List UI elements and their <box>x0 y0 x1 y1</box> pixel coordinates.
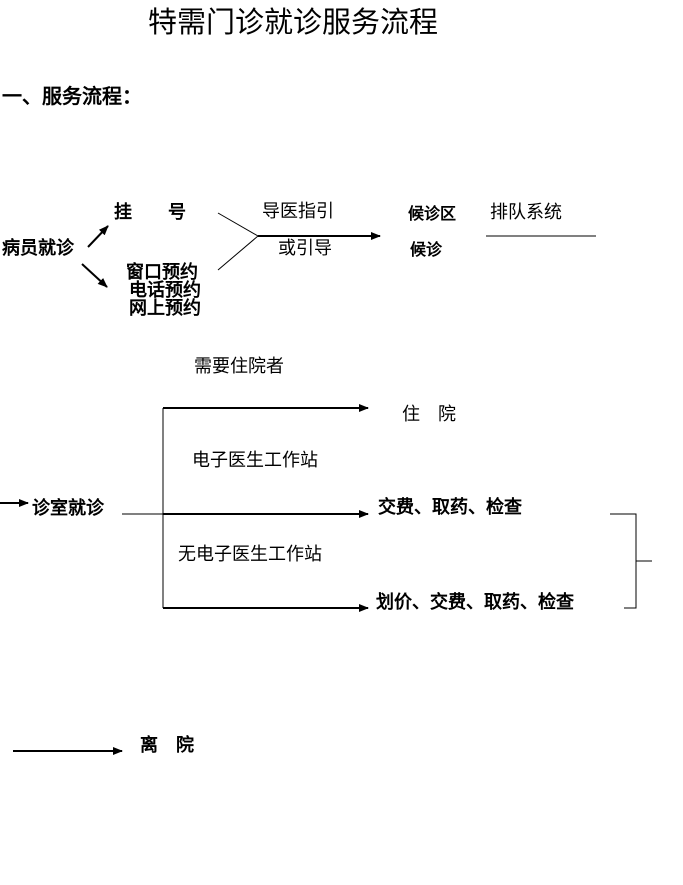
eds-label: 电子医生工作站 <box>192 450 318 471</box>
arrow-to-reservation <box>81 263 108 288</box>
converge-line-top <box>217 212 259 237</box>
guide-label: 导医指引 <box>262 201 334 222</box>
reservation-methods: 窗口预约 电话预约 网上预约 <box>126 264 201 318</box>
pay-eds-label: 交费、取药、检查 <box>378 497 522 518</box>
discharge-label: 离 院 <box>140 735 194 756</box>
no-eds-label: 无电子医生工作站 <box>178 544 322 565</box>
or-guide-label: 或引导 <box>278 238 332 259</box>
reservation-window: 窗口预约 <box>126 262 198 283</box>
waiting-area-label: 候诊区 <box>408 204 457 223</box>
need-admission-label: 需要住院者 <box>194 356 284 377</box>
reservation-phone: 电话预约 <box>129 280 201 301</box>
page-title: 特需门诊就诊服务流程 <box>148 5 439 39</box>
admission-label: 住 院 <box>402 404 456 425</box>
arrow-to-register <box>87 225 109 248</box>
waiting-label: 候诊 <box>410 240 443 259</box>
patient-visit-label: 病员就诊 <box>2 238 74 259</box>
section-heading: 一、服务流程： <box>2 84 142 108</box>
register-label: 挂 号 <box>114 202 186 223</box>
converge-line-bottom <box>217 235 259 271</box>
reservation-online: 网上预约 <box>129 298 201 319</box>
right-bracket <box>610 513 637 609</box>
pay-no-eds-label: 划价、交费、取药、检查 <box>376 592 574 613</box>
queue-system-label: 排队系统 <box>490 202 562 223</box>
consult-room-label: 诊室就诊 <box>32 498 104 519</box>
